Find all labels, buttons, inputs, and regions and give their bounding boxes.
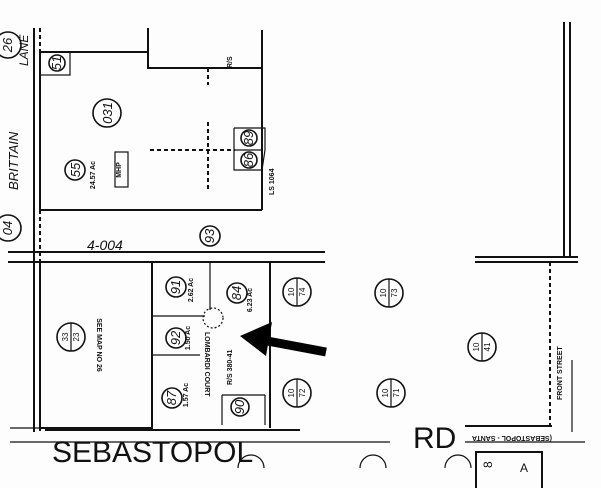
acreage-91: 2.62 Ac — [188, 278, 195, 302]
parcel-number: 04 — [0, 221, 15, 235]
sebastopol-road — [10, 427, 585, 488]
parcel-number: 86 — [241, 152, 256, 167]
ls-label: LS 1064 — [269, 168, 276, 195]
road-label-brittain: BRITTAIN — [6, 131, 21, 190]
acreage-92: 1.50 Ac — [185, 326, 192, 350]
acreage-55: 24.57 Ac — [90, 161, 97, 189]
svg-text:71: 71 — [392, 388, 401, 397]
fraction-10-41: 10 41 — [472, 333, 492, 361]
svg-text:10: 10 — [381, 388, 390, 397]
book-page-label: 4-004 — [87, 237, 123, 253]
box-label-b: 8 — [481, 461, 495, 468]
fraction-10-71: 10 71 — [381, 379, 401, 407]
parcel-number: 91 — [168, 280, 183, 294]
svg-text:10: 10 — [379, 288, 388, 297]
road-label-sebastopol: SEBASTOPOL — [52, 436, 253, 469]
arrow-pointer-icon — [240, 322, 327, 357]
rs-lombardi-label: R/S 380-41 — [227, 349, 234, 385]
box-label-a: A — [520, 461, 528, 475]
parcel-number: 90 — [232, 399, 247, 414]
see-map-label: SEE MAP NO 26 — [95, 318, 102, 372]
svg-text:10: 10 — [472, 342, 481, 351]
parcel-031-outline — [39, 28, 266, 211]
fraction-10-72: 10 72 — [287, 379, 307, 407]
svg-text:74: 74 — [298, 287, 307, 296]
road-label-lane: LANE — [17, 34, 31, 66]
acreage-87: 1.57 Ac — [183, 383, 190, 407]
lower-blocks — [39, 261, 573, 432]
acreage-84: 6.23 Ac — [247, 288, 254, 312]
svg-text:72: 72 — [298, 388, 307, 397]
parcel-number: 89 — [241, 131, 256, 145]
fraction-10-73: 10 73 — [379, 279, 399, 307]
mhp-label: MHP — [116, 162, 123, 178]
parcel-number: 84 — [229, 286, 244, 300]
road-label-rd: RD — [413, 422, 456, 455]
svg-text:23: 23 — [72, 332, 81, 341]
parcel-number: 93 — [202, 228, 217, 243]
road-label-front-street: FRONT STREET — [557, 346, 564, 400]
parcel-number: 92 — [168, 330, 183, 345]
parcel-number: 51 — [49, 56, 64, 70]
parcel-number: 031 — [100, 102, 115, 124]
fraction-10-74: 10 74 — [287, 278, 307, 306]
road-label-sebastopol-santa: (SEBASTOPOL - SANTA — [472, 434, 552, 441]
parcel-number: 55 — [68, 162, 83, 177]
svg-text:41: 41 — [483, 342, 492, 351]
svg-text:73: 73 — [390, 288, 399, 297]
road-label-lombardi: LOMBARDI COURT — [203, 332, 210, 397]
svg-text:10: 10 — [287, 388, 296, 397]
rs-label: R/S — [227, 56, 234, 68]
parcel-number: 26 — [0, 37, 15, 53]
parcel-number: 87 — [164, 390, 179, 405]
svg-text:10: 10 — [287, 287, 296, 296]
svg-text:33: 33 — [61, 332, 70, 341]
fraction-33-23: 33 23 — [61, 323, 81, 351]
